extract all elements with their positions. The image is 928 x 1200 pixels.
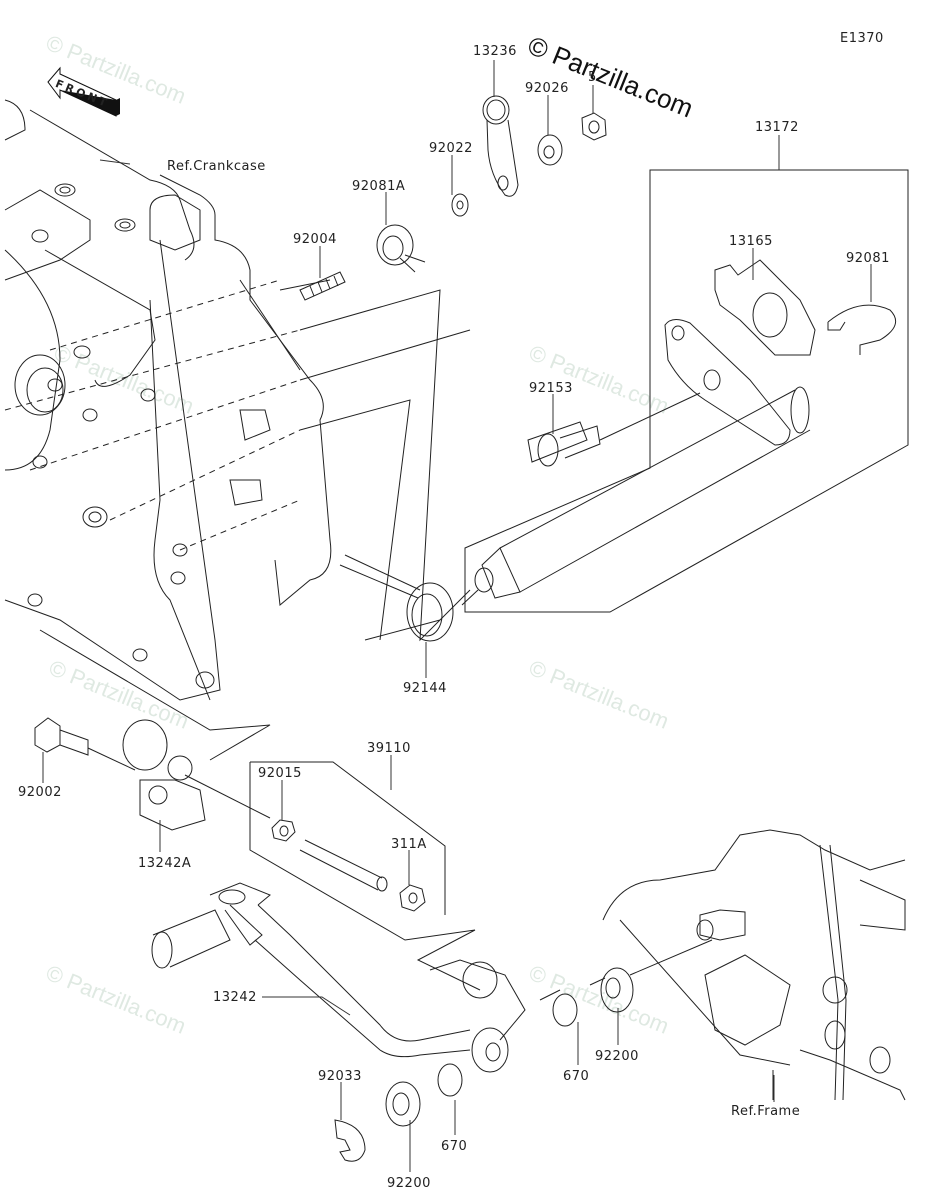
part-13242-drawing: [151, 882, 526, 1073]
part-label-39110[interactable]: 39110: [367, 741, 411, 756]
part-label-13172[interactable]: 13172: [755, 120, 799, 135]
part-670a-drawing: [552, 993, 578, 1027]
part-nut-drawing: [581, 112, 607, 141]
part-label-partial[interactable]: 5: [588, 70, 597, 85]
part-92033-drawing: [334, 1119, 366, 1162]
part-label-13242[interactable]: 13242: [213, 990, 257, 1005]
part-13165-drawing: [714, 259, 816, 356]
part-670b-drawing: [437, 1063, 463, 1097]
part-92022-drawing: [451, 193, 469, 217]
part-label-92081[interactable]: 92081: [846, 251, 890, 266]
part-label-92002[interactable]: 92002: [18, 785, 62, 800]
part-label-92153[interactable]: 92153: [529, 381, 573, 396]
part-92200b-drawing: [385, 1081, 421, 1127]
part-label-311A[interactable]: 311A: [391, 837, 427, 852]
part-92002-drawing: [34, 717, 136, 771]
part-label-670[interactable]: 670: [563, 1069, 590, 1084]
part-92015-drawing: [271, 819, 296, 842]
part-label-92033[interactable]: 92033: [318, 1069, 362, 1084]
frame-drawing: [602, 829, 906, 1101]
part-92081A-drawing: [376, 224, 426, 273]
alignment-lines: [4, 279, 301, 551]
part-rod-drawing: [299, 839, 388, 892]
crankcase-drawing: [4, 99, 332, 701]
front-arrow-icon: [47, 66, 120, 117]
part-label-13236[interactable]: 13236: [473, 44, 517, 59]
diagram-code: E1370: [840, 31, 884, 46]
part-label-92004[interactable]: 92004: [293, 232, 337, 247]
part-92144-drawing: [339, 554, 479, 642]
part-92026-drawing: [537, 134, 563, 166]
part-label-92015[interactable]: 92015: [258, 766, 302, 781]
part-label-92144[interactable]: 92144: [403, 681, 447, 696]
assembly-13172-bracket: [464, 169, 909, 613]
ref-frame-label: Ref.Frame: [731, 1104, 801, 1119]
part-label-92026[interactable]: 92026: [525, 81, 569, 96]
part-13236-drawing: [482, 95, 519, 197]
assembly-39110-bracket: [250, 761, 446, 915]
part-311A-drawing: [399, 884, 426, 912]
part-label-13242A[interactable]: 13242A: [138, 856, 192, 871]
part-label-92200[interactable]: 92200: [387, 1176, 431, 1191]
shift-plate-drawing: [664, 319, 791, 446]
shift-shaft-drawing: [474, 386, 811, 599]
part-label-13165[interactable]: 13165: [729, 234, 773, 249]
part-label-92081A[interactable]: 92081A: [352, 179, 406, 194]
part-92004-drawing: [299, 271, 346, 301]
part-92153-drawing: [527, 421, 601, 467]
part-92081-drawing: [827, 304, 897, 355]
part-92200a-drawing: [600, 967, 634, 1013]
ref-crankcase-label: Ref.Crankcase: [167, 159, 266, 174]
part-label-92200[interactable]: 92200: [595, 1049, 639, 1064]
leader-lines: [42, 60, 872, 1172]
part-label-92022[interactable]: 92022: [429, 141, 473, 156]
part-13242A-drawing: [122, 719, 271, 831]
part-label-670[interactable]: 670: [441, 1139, 468, 1154]
